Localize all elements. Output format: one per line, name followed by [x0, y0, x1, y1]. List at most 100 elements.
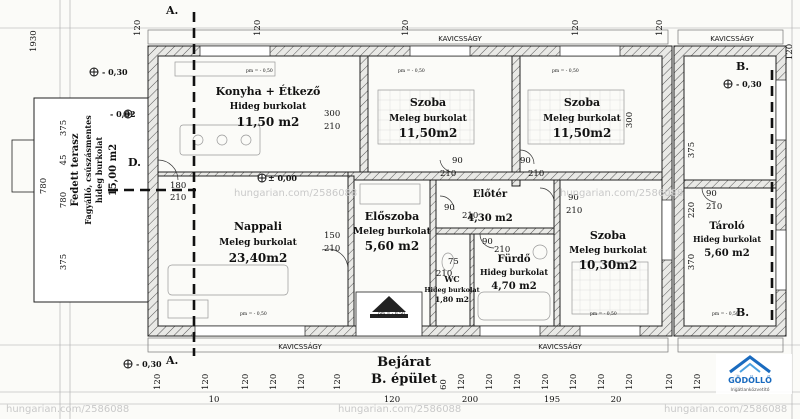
dims-right: 120 300 375 220 370: [625, 44, 795, 270]
dim-label: 120: [655, 20, 665, 36]
room-name: Konyha + Étkező: [216, 84, 321, 98]
dim-label: 120: [269, 374, 279, 390]
dim-label: 780: [59, 192, 69, 208]
room-lobby: Előtér 4,30 m2: [467, 189, 512, 224]
door-dim: 210: [436, 269, 452, 279]
dim-label: 120: [384, 395, 400, 405]
room-wc: WC Hideg burkolat 1,80 m2: [424, 274, 479, 304]
gravel-strips: [147, 29, 784, 353]
entrance-label: Bejárat B. épület: [371, 355, 437, 387]
dim-label: 10: [209, 395, 220, 405]
room-name: Előszoba: [365, 210, 420, 223]
room-name: Szoba: [410, 96, 446, 109]
dim-label: 120: [333, 374, 343, 390]
dims-left: 375 45 780 375 780: [39, 120, 69, 270]
room-area: 1,80 m2: [435, 295, 469, 304]
dim-label: 120: [785, 44, 795, 60]
room-floor: Meleg burkolat: [389, 114, 467, 124]
door-dim: 90: [444, 203, 455, 213]
room-bedroom-1: Szoba Meleg burkolat 11,50m2: [389, 96, 467, 140]
room-area: 4,70 m2: [491, 281, 536, 292]
room-area: 11,50m2: [553, 126, 612, 140]
level-tag: pm = - 0,50: [712, 311, 739, 317]
section-mark-b-bottom: B.: [736, 306, 749, 319]
room-area: 5,60 m2: [365, 239, 419, 253]
entrance-steps: [355, 291, 423, 337]
gravel-label-bottom: KAVICSSÁGY: [278, 342, 322, 351]
door-dim: 75: [448, 257, 459, 267]
room-name: Tároló: [709, 221, 745, 232]
level-floor: ± 0,00: [268, 173, 297, 183]
door-dim: 210: [440, 169, 456, 179]
door-dim: 180: [170, 181, 186, 191]
dim-label: 120: [153, 374, 163, 390]
door-dim: 90: [482, 237, 493, 247]
level-tag: pm = - 0,50: [378, 311, 405, 317]
room-floor: Meleg burkolat: [353, 227, 431, 237]
dim-label: 120: [693, 374, 703, 390]
terrace-area: 15,00 m2: [108, 144, 119, 196]
level-marker-icon: [89, 67, 733, 369]
door-dim: 210: [170, 193, 186, 203]
door-dim: 210: [324, 122, 340, 132]
room-area: 5,60 m2: [704, 248, 749, 259]
watermarks: hungarian.com/2586088 hungarian.com/2586…: [6, 188, 787, 415]
dim-label: 120: [401, 20, 411, 36]
level-ext-left: - 0,30: [102, 67, 128, 77]
dim-label: 780: [39, 178, 49, 194]
dim-label: 120: [457, 374, 467, 390]
room-name: Szoba: [590, 229, 626, 242]
dim-label: 120: [569, 374, 579, 390]
windows: [194, 45, 787, 337]
room-floor: Hideg burkolat: [424, 286, 479, 294]
room-hall: Előszoba Meleg burkolat 5,60 m2: [353, 210, 431, 253]
dim-label: 220: [687, 202, 697, 218]
watermark: hungarian.com/2586088: [234, 188, 357, 199]
room-bedroom-3: Szoba Meleg burkolat 10,30m2: [569, 229, 647, 272]
room-name: Szoba: [564, 96, 600, 109]
section-marks: A. A. D. B. B.: [128, 4, 749, 367]
door-dim: 90: [520, 156, 531, 166]
section-mark-b-top: B.: [736, 60, 749, 73]
level-tag: pm = - 0,50: [240, 311, 267, 317]
door-dim: 210: [462, 211, 478, 221]
terrace-floor: hideg burkolat: [94, 137, 104, 204]
room-storage: Tároló Hideg burkolat 5,60 m2: [693, 221, 761, 259]
room-floor: Meleg burkolat: [543, 114, 621, 124]
door-dim: 210: [706, 202, 722, 212]
dim-label: 375: [687, 142, 697, 158]
dim-label: 375: [59, 120, 69, 136]
level-tag: pm = - 0,50: [246, 68, 273, 74]
section-lines: [108, 12, 774, 356]
terrace-label: Fedett terasz Fagyálló, csúszásmentes hi…: [70, 115, 119, 225]
dim-label: 120: [485, 374, 495, 390]
door-dim: 210: [494, 245, 510, 255]
entrance-line2: B. épület: [371, 372, 437, 387]
level-terrace: - 0,02: [110, 109, 136, 119]
room-area: 4,30 m2: [467, 213, 512, 224]
dim-label: 120: [297, 374, 307, 390]
level-tag: pm = - 0,50: [398, 68, 425, 74]
doors: [157, 149, 717, 271]
door-dim: 210: [528, 169, 544, 179]
watermark: hungarian.com/2586088: [560, 188, 683, 199]
logo-sub: Ingatlanközvetítő: [731, 386, 770, 393]
room-area: 11,50 m2: [237, 115, 300, 129]
dim-label: 120: [571, 20, 581, 36]
terrace-material: Fagyálló, csúszásmentes: [83, 115, 93, 225]
room-living: Nappali Meleg burkolat 23,40m2: [219, 220, 297, 265]
dim-label: 195: [544, 395, 560, 405]
room-area: 11,50m2: [399, 126, 458, 140]
section-mark-a-top: A.: [165, 4, 178, 17]
door-dim: 90: [706, 189, 717, 199]
entrance-line1: Bejárat: [377, 355, 431, 370]
room-floor: Meleg burkolat: [569, 246, 647, 256]
level-ext-bottom: - 0,30: [136, 359, 162, 369]
level-tag: pm = - 0,50: [590, 311, 617, 317]
room-floor: Hideg burkolat: [693, 234, 761, 244]
dim-label: 120: [513, 374, 523, 390]
room-area: 10,30m2: [579, 258, 638, 272]
room-bath: Fürdő Hideg burkolat 4,70 m2: [480, 254, 548, 292]
logo-name: GÖDÖLLŐ: [728, 375, 772, 385]
